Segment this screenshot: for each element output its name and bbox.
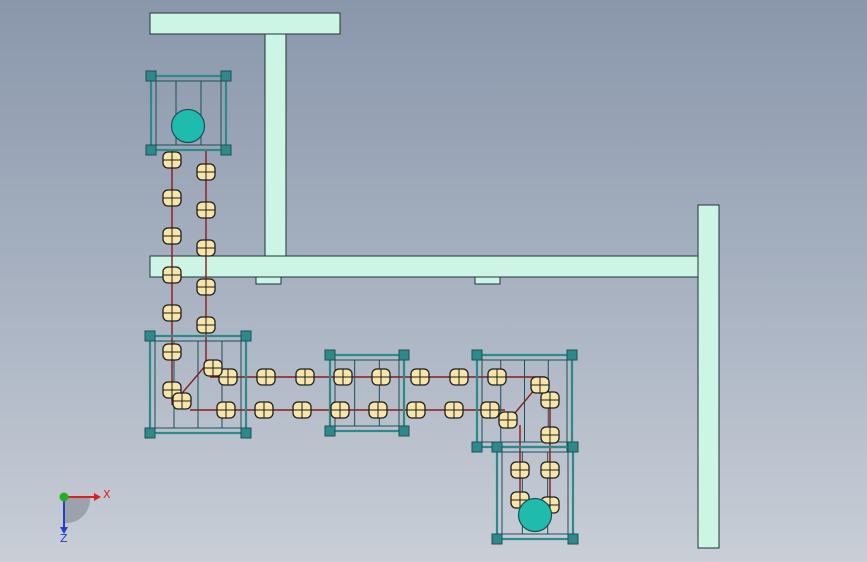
roller-unit[interactable] [218, 368, 238, 386]
frame-corner-block [240, 427, 252, 439]
frame-corner-block [471, 349, 483, 361]
roller-unit[interactable] [371, 368, 391, 386]
frame-corner-block [324, 349, 336, 361]
frame-inner [501, 451, 569, 535]
roller-unit[interactable] [196, 239, 216, 257]
frame-corner-block [491, 441, 503, 453]
triad-shadow [64, 497, 91, 524]
roller-unit[interactable] [444, 401, 464, 419]
drive-motor[interactable] [517, 497, 553, 533]
roller-unit[interactable] [406, 401, 426, 419]
beam-bracket-left[interactable] [255, 276, 282, 285]
coordinate-triad-icon[interactable]: X Z [59, 488, 112, 545]
roller-unit[interactable] [540, 426, 560, 444]
roller-unit[interactable] [540, 461, 560, 479]
roller-unit[interactable] [196, 201, 216, 219]
axis-x-label: X [103, 488, 111, 501]
conveyor-frame[interactable] [471, 349, 578, 453]
horizontal-beam[interactable] [149, 255, 720, 278]
frame-corner-block [220, 70, 232, 82]
roller-unit[interactable] [449, 368, 469, 386]
frame-corner-block [220, 144, 232, 156]
roller-unit[interactable] [330, 401, 350, 419]
roller-unit[interactable] [256, 368, 276, 386]
frame-outline [148, 334, 248, 435]
roller-unit[interactable] [162, 304, 182, 322]
roller-unit[interactable] [162, 343, 182, 361]
building-structure[interactable] [149, 12, 720, 549]
roller-unit[interactable] [480, 401, 500, 419]
conveyor-rollers[interactable] [162, 151, 560, 514]
frame-corner-block [144, 427, 156, 439]
axis-z-arrow-icon [60, 527, 68, 534]
conveyor-frame[interactable] [324, 349, 410, 437]
frame-outline [149, 74, 228, 152]
roller-unit[interactable] [216, 401, 236, 419]
roller-unit[interactable] [487, 368, 507, 386]
roller-unit[interactable] [254, 401, 274, 419]
motor-disc-icon [170, 108, 206, 144]
roller-unit[interactable] [368, 401, 388, 419]
frame-corner-block [491, 533, 503, 545]
axis-y-point-icon [59, 492, 69, 502]
roller-unit[interactable] [292, 401, 312, 419]
frame-corner-block [324, 425, 336, 437]
roller-unit[interactable] [162, 266, 182, 284]
roller-unit[interactable] [162, 151, 182, 169]
frame-corner-block [567, 533, 579, 545]
roller-unit[interactable] [196, 278, 216, 296]
axis-z-label: Z [60, 532, 68, 545]
roller-unit[interactable] [196, 316, 216, 334]
roller-unit[interactable] [410, 368, 430, 386]
roller-unit[interactable] [162, 189, 182, 207]
vertical-column-left[interactable] [264, 33, 287, 257]
roller-unit[interactable] [295, 368, 315, 386]
frame-corner-block [144, 330, 156, 342]
frame-outline [495, 445, 575, 541]
frame-inner [155, 80, 222, 146]
frame-corner-block [240, 330, 252, 342]
top-beam[interactable] [149, 12, 341, 35]
roller-unit[interactable] [530, 376, 550, 394]
frame-corner-block [567, 441, 579, 453]
roller-unit[interactable] [196, 163, 216, 181]
roller-unit[interactable] [510, 461, 530, 479]
frame-corner-block [471, 441, 483, 453]
roller-unit[interactable] [203, 359, 223, 377]
vertical-column-right[interactable] [697, 204, 720, 549]
roller-unit[interactable] [540, 391, 560, 409]
axis-x-arrow-icon [94, 493, 101, 501]
drive-motor[interactable] [170, 108, 206, 144]
frame-corner-block [398, 425, 410, 437]
roller-unit[interactable] [498, 411, 518, 429]
frame-corner-block [145, 70, 157, 82]
frame-corner-block [145, 144, 157, 156]
frame-outline [328, 353, 406, 433]
roller-unit[interactable] [162, 227, 182, 245]
roller-unit[interactable] [333, 368, 353, 386]
frame-corner-block [566, 349, 578, 361]
beam-bracket-right[interactable] [474, 276, 501, 285]
motor-disc-icon [517, 497, 553, 533]
frame-inner [334, 359, 400, 427]
frame-corner-block [398, 349, 410, 361]
roller-unit[interactable] [172, 392, 192, 410]
drive-motors[interactable] [170, 108, 553, 533]
